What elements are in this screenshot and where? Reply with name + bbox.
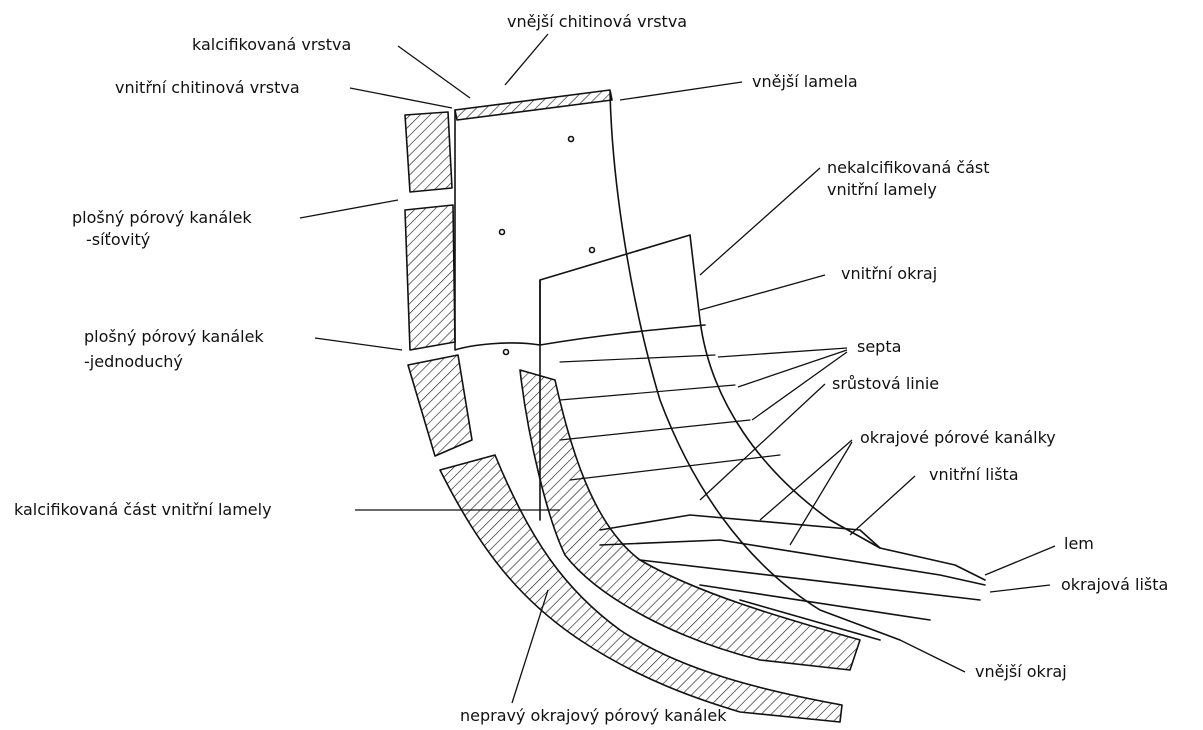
- label-uncalcified-inner-lamella-1: nekalcifikovaná část: [827, 158, 990, 178]
- leader-inner-margin: [700, 275, 825, 310]
- septa-lines: [560, 355, 780, 480]
- leader-outer-chitin-layer: [505, 34, 548, 85]
- leader-uncalcified-inner-lamella: [700, 168, 820, 275]
- cut-segment-2: [405, 205, 455, 350]
- leader-septa-1: [718, 348, 847, 357]
- pore-4: [504, 350, 509, 355]
- label-calcified-inner-lamella: kalcifikovaná část vnitřní lamely: [14, 500, 272, 520]
- label-uncalcified-inner-lamella-2: vnitřní lamely: [827, 180, 937, 200]
- leader-flat-pore-canal-simple: [315, 338, 402, 350]
- label-inner-list: vnitřní lišta: [929, 465, 1019, 485]
- leader-outer-lamella: [620, 82, 742, 100]
- label-flat-pore-canal-simple-1: plošný pórový kanálek: [84, 327, 264, 347]
- label-inner-chitin-layer: vnitřní chitinová vrstva: [115, 78, 300, 98]
- label-flat-pore-canal-simple-2: -jednoduchý: [84, 352, 183, 372]
- leader-false-marginal-pore-canal: [512, 590, 548, 703]
- leader-marginal-list: [990, 585, 1050, 592]
- cut-segment-3: [408, 355, 472, 456]
- label-outer-chitin-layer: vnější chitinová vrstva: [507, 12, 687, 32]
- top-chitin-layer: [455, 90, 612, 120]
- label-outer-margin: vnější okraj: [975, 662, 1067, 682]
- label-selvage: lem: [1064, 534, 1094, 554]
- label-septa: septa: [857, 337, 901, 357]
- label-flat-pore-canal-reticulate-2: -síťovitý: [86, 230, 150, 250]
- label-false-marginal-pore-canal: nepravý okrajový pórový kanálek: [460, 706, 727, 726]
- leader-selvage: [985, 546, 1055, 575]
- label-marginal-list: okrajová lišta: [1061, 575, 1168, 595]
- label-outer-lamella: vnější lamela: [752, 72, 858, 92]
- leader-fusion-line: [700, 384, 825, 500]
- leader-inner-list: [850, 476, 915, 535]
- leader-calcified-layer: [398, 46, 470, 98]
- label-fusion-line: srůstová linie: [832, 374, 939, 394]
- leader-septa-2: [738, 350, 847, 387]
- pore-1: [569, 137, 574, 142]
- leader-flat-pore-canal-reticulate: [300, 200, 398, 218]
- leader-inner-chitin-layer: [350, 88, 452, 108]
- cut-segment-1: [405, 112, 452, 192]
- label-marginal-pore-canals: okrajové pórové kanálky: [860, 428, 1056, 448]
- pore-2: [500, 230, 505, 235]
- label-flat-pore-canal-reticulate-1: plošný pórový kanálek: [72, 208, 252, 228]
- label-inner-margin: vnitřní okraj: [841, 264, 937, 284]
- leader-outer-margin: [900, 640, 965, 672]
- leader-marginal-pore-canals-2: [790, 442, 852, 545]
- pore-3: [590, 248, 595, 253]
- leader-marginal-pore-canals-1: [760, 440, 852, 520]
- label-calcified-layer: kalcifikovaná vrstva: [192, 35, 351, 55]
